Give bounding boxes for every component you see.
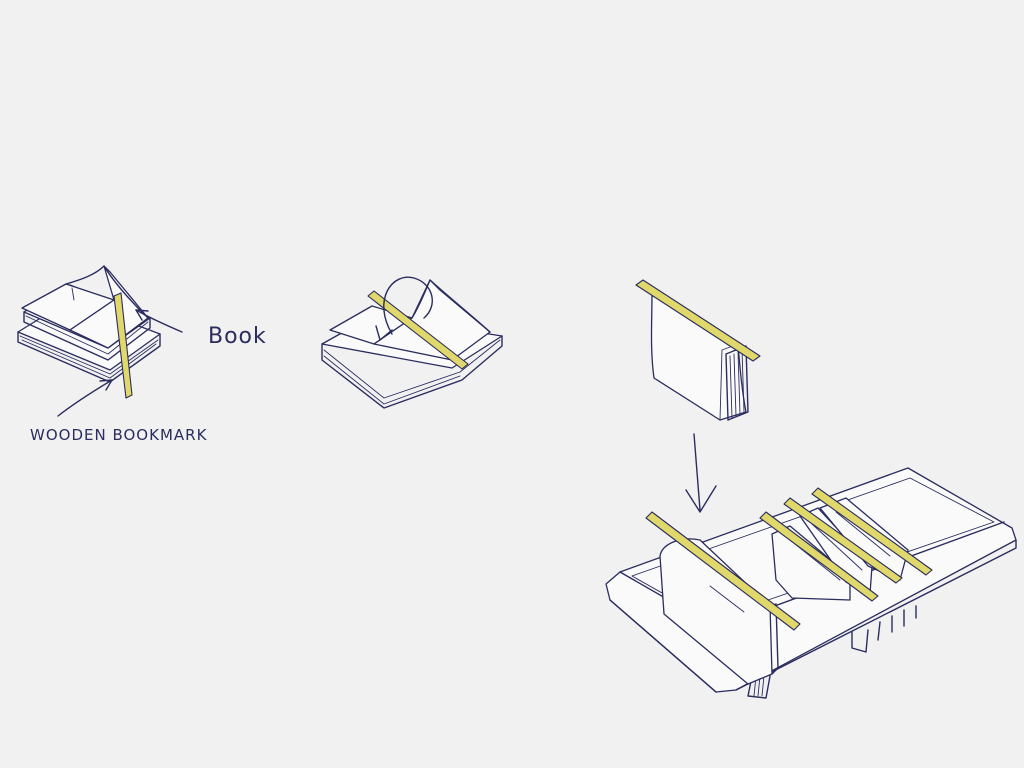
tray-book-front — [659, 538, 773, 685]
wooden-bookmark-label: WOODEN BOOKMARK — [30, 426, 208, 444]
step-2-rotate-bookmark — [321, 276, 503, 409]
tray-bookmark-4 — [811, 487, 933, 576]
wooden-bookmark-stick-step-2 — [367, 290, 469, 370]
hanging-bookmark-stick — [635, 279, 761, 362]
step-4-tray-with-books — [605, 467, 1017, 699]
step-1-book-with-bookmark: Book WOODEN BOOKMARK — [17, 265, 267, 444]
tray-bookmark-3 — [783, 497, 903, 584]
bookmark-pointer-arrow — [57, 379, 113, 417]
tray-bookmark-1 — [645, 511, 801, 631]
rotation-arrow — [375, 276, 433, 341]
step-3-hanging-book — [635, 279, 761, 513]
book-illustration-step-2 — [321, 279, 503, 409]
book-label: Book — [208, 324, 267, 349]
wooden-bookmark-stick — [113, 292, 133, 399]
book-illustration — [17, 265, 161, 383]
down-arrow — [685, 433, 717, 513]
book-pointer-arrow — [135, 309, 183, 333]
tray-bookmark-2 — [759, 511, 879, 602]
